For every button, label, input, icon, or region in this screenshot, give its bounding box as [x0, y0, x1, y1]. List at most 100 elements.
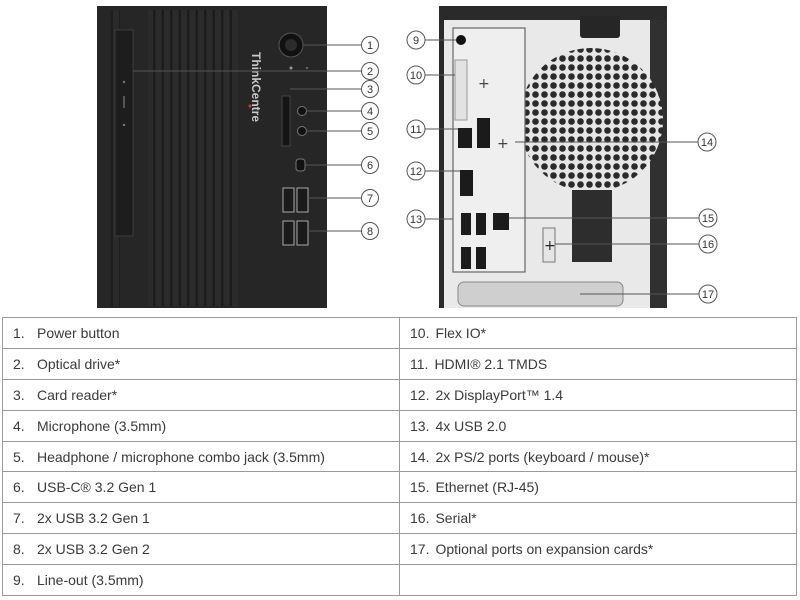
legend-cell: 10. Flex IO*: [399, 317, 797, 349]
svg-text:+: +: [497, 136, 509, 152]
computer-diagram: ThinkCentre +: [97, 6, 718, 308]
legend-number: 11.: [410, 355, 429, 372]
hdmi-port-icon: [458, 128, 472, 148]
legend-label: 2x DisplayPort™ 1.4: [435, 386, 564, 403]
svg-text:3: 3: [367, 84, 373, 96]
legend-cell: 4. Microphone (3.5mm): [2, 409, 400, 442]
legend-cell: 14. 2x PS/2 ports (keyboard / mouse)*: [399, 440, 797, 473]
legend-number: 15.: [410, 479, 430, 496]
legend-label: USB-C® 3.2 Gen 1: [37, 479, 157, 496]
legend-table: 1. Power button 10. Flex IO* 2. Optical dri…: [2, 317, 797, 597]
flex-io-icon: [454, 59, 468, 121]
table-row: 2.Optical drive* 11.HDMI® 2.1 TMDS: [2, 347, 797, 380]
legend-number: 8.: [13, 541, 25, 558]
legend-cell: 9.Line-out (3.5mm): [2, 564, 400, 597]
legend-label: Optical drive*: [37, 355, 121, 372]
table-row: 3. Card reader* 12. 2x DisplayPort™ 1.4: [2, 378, 797, 411]
callout-17: 17: [698, 284, 718, 304]
svg-text:14: 14: [701, 137, 713, 149]
legend-label: Headphone / microphone combo jack (3.5mm…: [37, 448, 325, 465]
legend-number: 3.: [13, 386, 25, 403]
leader-lines: [133, 39, 699, 295]
legend-cell: 8. 2x USB 3.2 Gen 2: [2, 533, 400, 566]
table-row: 8. 2x USB 3.2 Gen 2 17.Optional ports on …: [2, 533, 797, 566]
expansion-slot-icon: [572, 190, 612, 262]
microphone-jack-icon: [297, 106, 307, 116]
legend-number: 16.: [410, 510, 430, 527]
svg-text:+: +: [478, 76, 490, 92]
callout-6: 6: [361, 156, 379, 174]
legend-cell: 12. 2x DisplayPort™ 1.4: [399, 378, 797, 411]
callout-7: 7: [361, 189, 379, 207]
latch-icon: [580, 16, 620, 38]
legend-label: Ethernet (RJ-45): [435, 479, 539, 496]
table-row: 6. USB-C® 3.2 Gen 1 15. Ethernet (RJ-45): [2, 471, 797, 504]
table-row: 4. Microphone (3.5mm) 13. 4x USB 2.0: [2, 409, 797, 442]
svg-text:10: 10: [410, 70, 422, 82]
legend-number: 1.: [13, 324, 25, 341]
legend-label: 2x PS/2 ports (keyboard / mouse)*: [435, 448, 650, 465]
legend-cell: 7. 2x USB 3.2 Gen 1: [2, 502, 400, 535]
front-grille: [148, 10, 238, 306]
headphone-jack-icon: [297, 126, 307, 136]
callout-16: 16: [698, 234, 718, 254]
legend-label: Microphone (3.5mm): [37, 417, 167, 434]
legend-label: Flex IO*: [435, 324, 487, 341]
svg-text:15: 15: [702, 213, 714, 225]
legend-number: 7.: [13, 510, 25, 527]
legend-number: 6.: [13, 479, 25, 496]
front-view: ThinkCentre: [97, 6, 327, 308]
legend-cell: 3. Card reader*: [2, 378, 400, 411]
callout-4: 4: [361, 102, 379, 120]
line-out-jack-icon: [456, 35, 466, 45]
callout-8: 8: [361, 222, 379, 240]
callout-3: 3: [361, 80, 379, 98]
displayport-port-icon: [477, 118, 490, 148]
svg-text:17: 17: [702, 289, 714, 301]
legend-cell: 2. Optical drive*: [2, 347, 400, 380]
callouts: 1 2 3 4 5 6 7 8 9 10 11 12 13 14 15 16 1…: [361, 30, 718, 304]
rear-view: + + +: [439, 6, 667, 308]
table-row: 5. Headphone / microphone combo jack (3.5…: [2, 440, 797, 473]
legend-cell: 13. 4x USB 2.0: [399, 409, 797, 442]
legend-number: 13.: [410, 417, 430, 434]
svg-text:6: 6: [367, 160, 373, 172]
legend-number: 10.: [410, 324, 430, 341]
brand-logo-text: ThinkCentre: [249, 52, 263, 122]
legend-number: 14.: [410, 448, 430, 465]
legend-cell: 1. Power button: [2, 317, 400, 349]
callout-15: 15: [698, 208, 718, 228]
legend-cell: 16.Serial*: [399, 502, 797, 535]
svg-text:5: 5: [367, 126, 373, 138]
legend-label: Card reader*: [37, 386, 118, 403]
legend-label: 2x USB 3.2 Gen 2: [37, 541, 150, 558]
card-reader-icon: [281, 95, 291, 147]
callout-2: 2: [361, 62, 379, 80]
svg-text:9: 9: [413, 35, 419, 47]
legend-number: 4.: [13, 417, 25, 434]
legend-label: Line-out (3.5mm): [37, 572, 144, 589]
legend-label: Power button: [37, 324, 120, 341]
legend-number: 2.: [13, 355, 25, 372]
legend-number: 5.: [13, 448, 25, 465]
legend-cell: 15. Ethernet (RJ-45): [399, 471, 797, 504]
svg-text:7: 7: [367, 193, 373, 205]
legend-number: 12.: [410, 386, 430, 403]
legend-label: Optional ports on expansion cards*: [435, 541, 654, 558]
legend-label: 2x USB 3.2 Gen 1: [37, 510, 150, 527]
callout-11: 11: [406, 119, 426, 139]
legend-cell: 5. Headphone / microphone combo jack (3.5…: [2, 440, 400, 473]
callout-5: 5: [361, 122, 379, 140]
table-row: 9.Line-out (3.5mm): [2, 564, 797, 597]
svg-text:16: 16: [702, 239, 714, 251]
fan-grille-icon: [519, 48, 663, 192]
usb-a-ports-rear: [461, 213, 486, 269]
legend-cell: 6. USB-C® 3.2 Gen 1: [2, 471, 400, 504]
svg-text:8: 8: [367, 226, 373, 238]
usb-c-port-icon: [295, 158, 306, 172]
legend-cell: 17.Optional ports on expansion cards*: [399, 533, 797, 566]
legend-label: 4x USB 2.0: [435, 417, 507, 434]
usb-a-ports-front: [282, 187, 309, 246]
callout-13: 13: [406, 209, 426, 229]
svg-text:11: 11: [410, 124, 421, 136]
